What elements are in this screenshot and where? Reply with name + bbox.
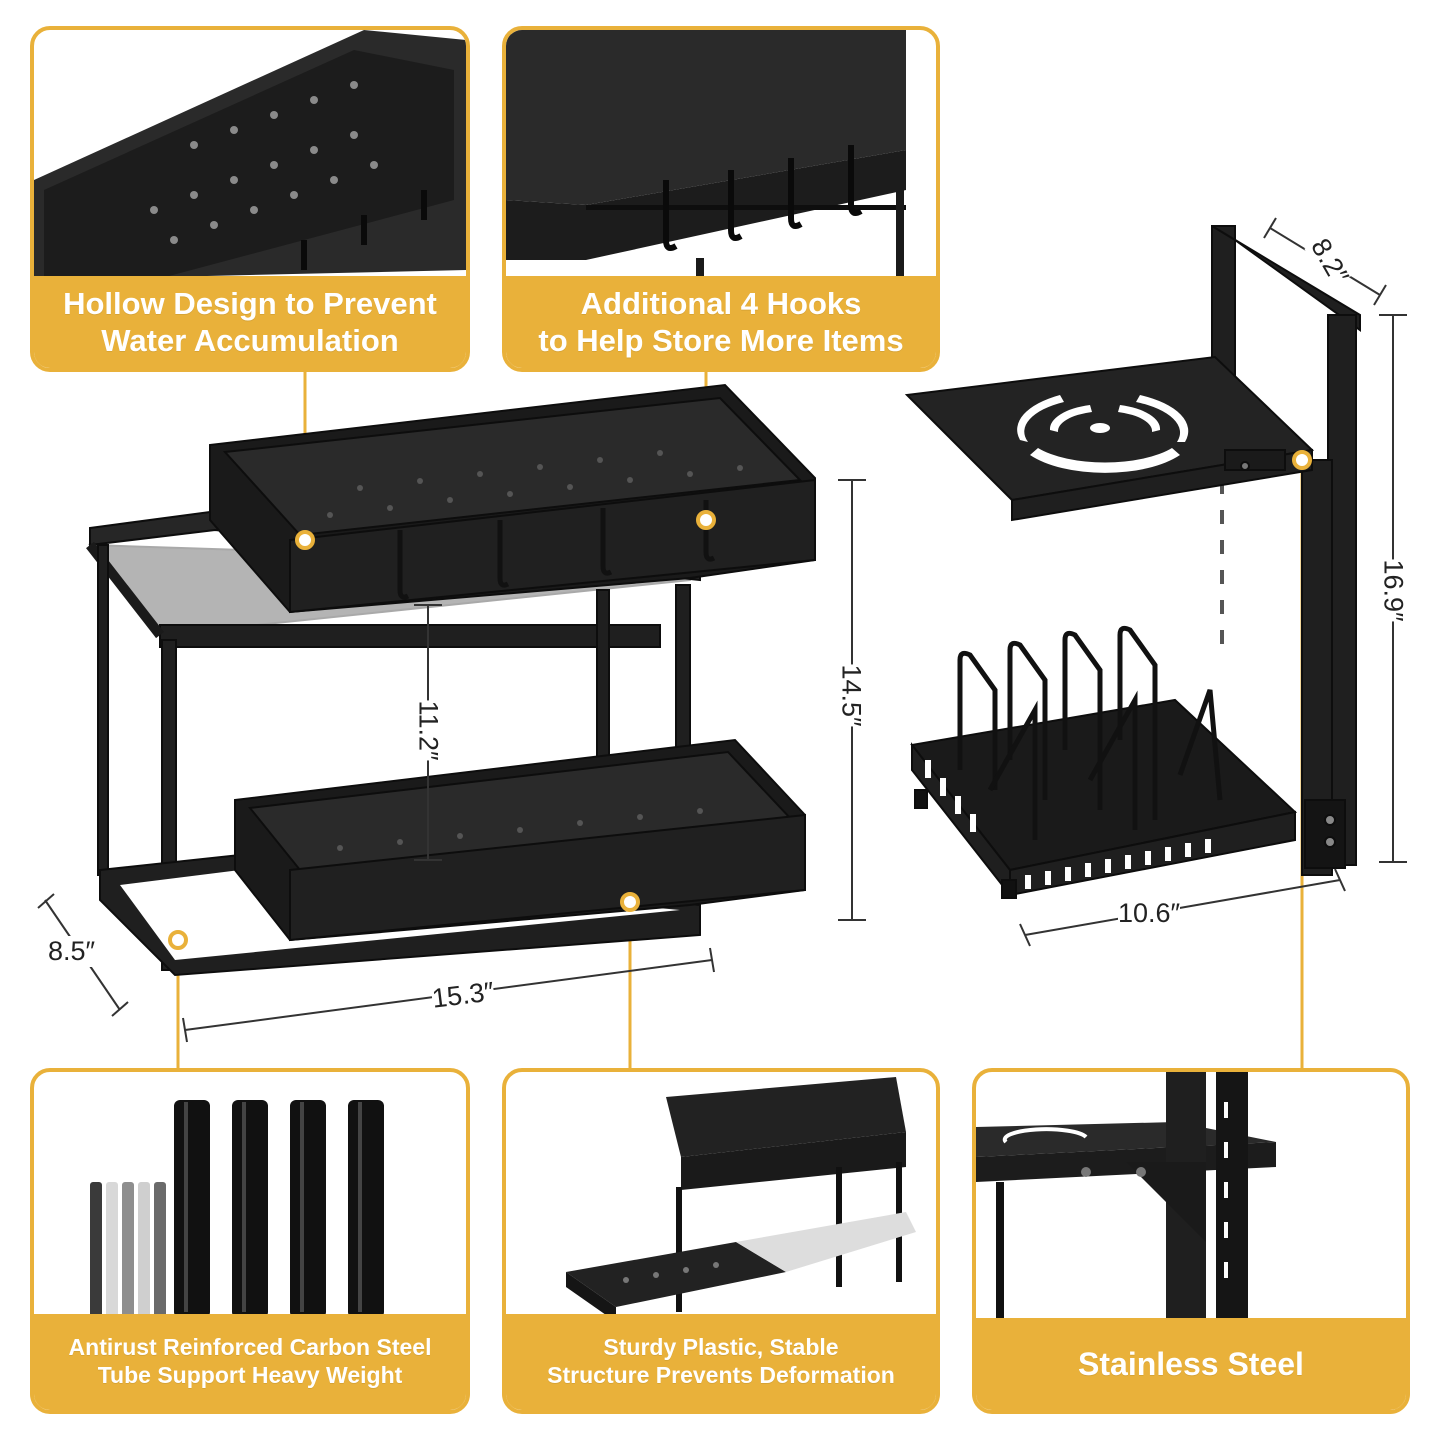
right-organizer — [904, 225, 1361, 899]
tubes-caption-line2: Tube Support Heavy Weight — [97, 1362, 403, 1388]
plastic-organizer-photo — [566, 1077, 916, 1322]
steel-caption-line1: Stainless Steel — [1078, 1345, 1304, 1382]
tubes-caption-line1: Antirust Reinforced Carbon Steel — [68, 1334, 432, 1361]
plastic-caption-line2: Structure Prevents Deformation — [547, 1362, 895, 1388]
plastic-caption: Sturdy Plastic, Stable Structure Prevent… — [506, 1314, 936, 1410]
left-organizer — [86, 383, 816, 977]
hooks-caption: Additional 4 Hooks to Help Store More It… — [506, 276, 936, 368]
hollow-caption-line2: Water Accumulation — [101, 323, 399, 358]
dim-inner-gap: 11.2″ — [412, 700, 444, 761]
hollow-caption: Hollow Design to Prevent Water Accumulat… — [34, 276, 466, 368]
feature-panel-plastic: Sturdy Plastic, Stable Structure Prevent… — [502, 1068, 940, 1414]
dim-depth-left: 8.5″ — [48, 936, 96, 967]
feature-panel-hollow: Hollow Design to Prevent Water Accumulat… — [30, 26, 470, 372]
feature-panel-tubes: Antirust Reinforced Carbon Steel Tube Su… — [30, 1068, 470, 1414]
plastic-caption-line1: Sturdy Plastic, Stable — [603, 1334, 839, 1361]
hollow-caption-line1: Hollow Design to Prevent — [63, 285, 437, 321]
steel-bracket-photo — [976, 1072, 1276, 1322]
feature-panel-steel: Stainless Steel — [972, 1068, 1410, 1414]
dim-height-right: 16.9″ — [1377, 559, 1409, 622]
feature-panel-hooks: Additional 4 Hooks to Help Store More It… — [502, 26, 940, 372]
hooks-basket-photo — [506, 30, 906, 280]
callout-dots — [168, 450, 1312, 950]
dim-width-right: 10.6″ — [1118, 898, 1181, 929]
hollow-basket-photo — [34, 30, 466, 280]
steel-tubes-photo — [90, 1100, 384, 1318]
dim-height-left: 14.5″ — [835, 664, 867, 727]
tubes-caption: Antirust Reinforced Carbon Steel Tube Su… — [34, 1314, 466, 1410]
steel-caption: Stainless Steel — [976, 1318, 1406, 1410]
hooks-caption-line2: to Help Store More Items — [538, 323, 904, 358]
hooks-caption-line1: Additional 4 Hooks — [580, 285, 862, 321]
